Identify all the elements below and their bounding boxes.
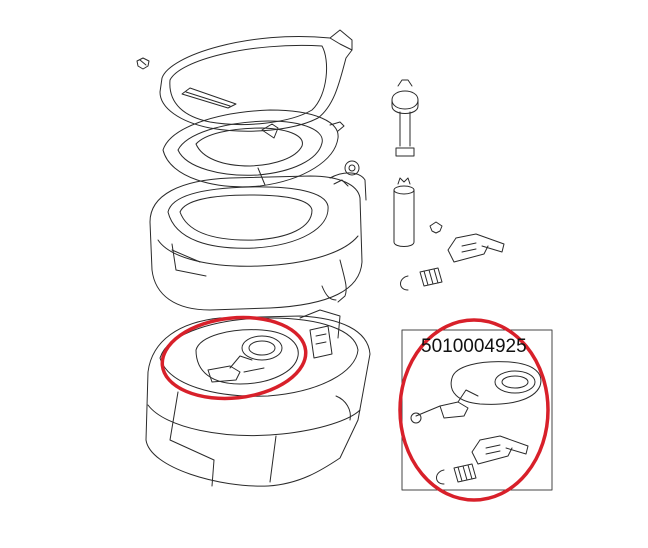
retaining-clip-kit [436, 469, 445, 485]
highlight-circle-installed [160, 315, 308, 401]
blade-assembly-kit [410, 361, 542, 424]
toilet-lid [159, 29, 353, 132]
retaining-clip [400, 275, 409, 291]
holding-tank [145, 309, 371, 487]
highlight-circle-kit [398, 318, 550, 502]
drain-tube [393, 177, 415, 247]
spring-roller-kit [453, 463, 477, 483]
upper-bowl [149, 160, 367, 311]
top-screw [136, 57, 150, 70]
small-screw [429, 221, 443, 234]
blade-assembly-installed [195, 329, 299, 385]
spring-roller [419, 267, 443, 287]
parts-inset-box [401, 329, 553, 491]
vent-assembly [391, 79, 419, 157]
part-number-label: 5010004925 [421, 336, 527, 357]
lever-bracket-kit [471, 435, 529, 465]
seat-ring [162, 109, 345, 188]
lever-bracket [447, 233, 505, 263]
